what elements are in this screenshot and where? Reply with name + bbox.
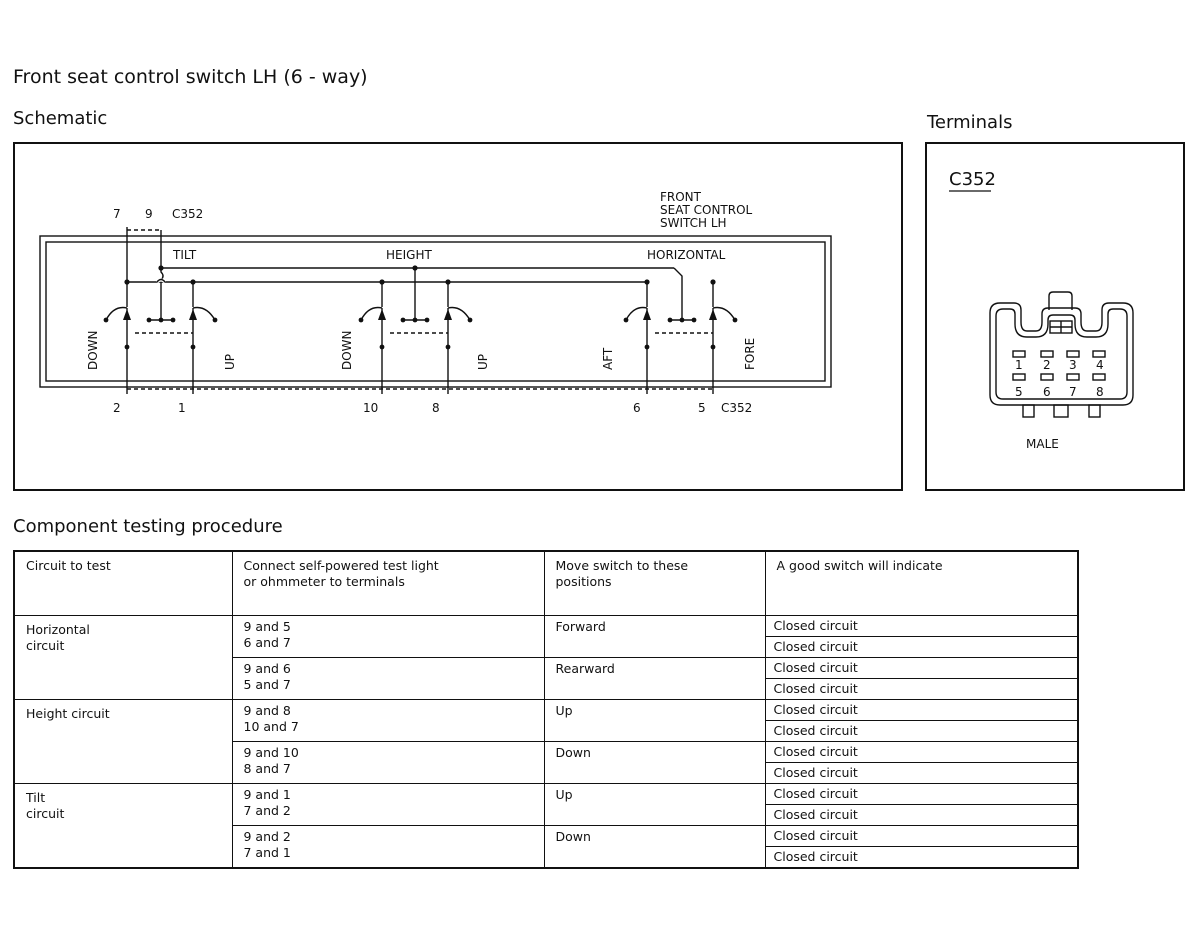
connector-diagram: C352 1 2 3 4 5 6 7 8 MALE	[949, 169, 1134, 451]
aft-label: AFT	[601, 347, 615, 370]
height-down-label: DOWN	[340, 330, 354, 370]
position: Forward	[555, 619, 606, 634]
pin-2-label: 2	[113, 401, 121, 415]
tilt-label: TILT	[172, 248, 197, 262]
result: Closed circuit	[773, 828, 858, 843]
tilt-up-label: UP	[223, 354, 237, 370]
circuit-name: Horizontal circuit	[26, 622, 90, 653]
terminal-pair: 9 and 6	[243, 661, 291, 676]
result: Closed circuit	[773, 744, 858, 759]
terminal-pair: 9 and 5	[243, 619, 291, 634]
header-indication: A good switch will indicate	[776, 558, 943, 573]
terminal-pin-1: 1	[1015, 358, 1023, 372]
procedure-table: Circuit to test Connect self-powered tes…	[13, 550, 1079, 869]
procedure-title: Component testing procedure	[13, 516, 283, 537]
connector-label: C352	[949, 169, 996, 190]
terminal-pair: 7 and 2	[243, 803, 291, 818]
terminal-pin-2: 2	[1043, 358, 1051, 372]
gender-label: MALE	[1026, 437, 1059, 451]
switch-label-line-3: SWITCH LH	[660, 216, 727, 230]
terminal-pin-7: 7	[1069, 385, 1077, 399]
height-label: HEIGHT	[386, 248, 432, 262]
terminal-pair: 8 and 7	[243, 761, 291, 776]
circuit-name: Height circuit	[26, 706, 110, 721]
pin-1-label: 1	[178, 401, 186, 415]
position: Down	[555, 829, 591, 844]
terminal-pair: 9 and 1	[243, 787, 291, 802]
result: Closed circuit	[773, 618, 858, 633]
fore-label: FORE	[743, 338, 757, 370]
result: Closed circuit	[773, 786, 858, 801]
terminal-pair: 7 and 1	[243, 845, 291, 860]
terminals-panel: C352 1 2 3 4 5 6 7 8 MALE	[925, 142, 1185, 491]
pin-8-label: 8	[432, 401, 440, 415]
position: Down	[555, 745, 591, 760]
header-circuit: Circuit to test	[26, 558, 111, 573]
header-terminals: Connect self-powered test light or ohmme…	[243, 558, 439, 589]
result: Closed circuit	[773, 765, 858, 780]
page-title: Front seat control switch LH (6 - way)	[13, 66, 368, 88]
schematic-diagram: 7 9 C352 FRONT SEAT CONTROL SWITCH LH TI…	[39, 190, 832, 415]
horizontal-label: HORIZONTAL	[647, 248, 726, 262]
terminal-pair: 10 and 7	[243, 719, 299, 734]
table-row: Closed circuit	[14, 804, 1079, 826]
switch-label-line-1: FRONT	[660, 190, 702, 204]
terminal-pair: 9 and 8	[243, 703, 291, 718]
schematic-title: Schematic	[13, 108, 108, 129]
terminal-pair: 6 and 7	[243, 635, 291, 650]
result: Closed circuit	[773, 639, 858, 654]
pin-5-label: 5	[698, 401, 706, 415]
position: Up	[555, 703, 573, 718]
position: Rearward	[555, 661, 615, 676]
result: Closed circuit	[773, 681, 858, 696]
terminal-pin-6: 6	[1043, 385, 1051, 399]
result: Closed circuit	[773, 660, 858, 675]
table-row: Closed circuit	[14, 846, 1079, 869]
result: Closed circuit	[773, 702, 858, 717]
schematic-panel: 7 9 C352 FRONT SEAT CONTROL SWITCH LH TI…	[13, 142, 903, 491]
table-row: Closed circuit	[14, 762, 1079, 784]
bottom-connector-label: C352	[721, 401, 752, 415]
terminal-pair: 5 and 7	[243, 677, 291, 692]
pin-6-label: 6	[633, 401, 641, 415]
height-up-label: UP	[476, 354, 490, 370]
table-row: Closed circuit	[14, 678, 1079, 700]
header-positions: Move switch to these positions	[555, 558, 689, 589]
circuit-name: Tilt circuit	[26, 790, 65, 821]
table-header-row: Circuit to test Connect self-powered tes…	[13, 550, 1079, 616]
tilt-down-label: DOWN	[86, 330, 100, 370]
pin-7-label: 7	[113, 207, 121, 221]
top-connector-label: C352	[172, 207, 203, 221]
result: Closed circuit	[773, 849, 858, 864]
pin-9-label: 9	[145, 207, 153, 221]
terminal-pin-8: 8	[1096, 385, 1104, 399]
switch-label-line-2: SEAT CONTROL	[660, 203, 753, 217]
connector-housing-icon	[989, 291, 1134, 418]
terminal-pin-4: 4	[1096, 358, 1104, 372]
terminal-pair: 9 and 10	[243, 745, 299, 760]
terminals-title: Terminals	[927, 112, 1013, 133]
result: Closed circuit	[773, 723, 858, 738]
terminal-pin-5: 5	[1015, 385, 1023, 399]
terminal-pair: 9 and 2	[243, 829, 291, 844]
pin-10-label: 10	[363, 401, 378, 415]
table-row: Closed circuit	[14, 720, 1079, 742]
position: Up	[555, 787, 573, 802]
result: Closed circuit	[773, 807, 858, 822]
terminal-pin-3: 3	[1069, 358, 1077, 372]
